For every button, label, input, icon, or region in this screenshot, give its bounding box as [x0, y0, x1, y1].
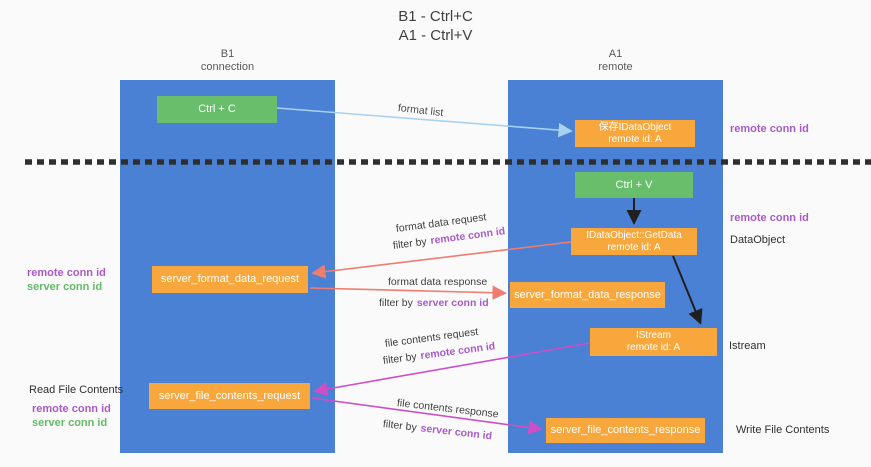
left-column-header: B1 connection: [120, 48, 335, 74]
file-contents-request-arrow: [313, 342, 591, 397]
left-column-role: connection: [200, 61, 255, 73]
left-column-name: B1: [220, 48, 235, 60]
getdata-to-istream-arrow: [672, 255, 703, 325]
server-file-contents-request-label: server_file_contents_request: [158, 389, 301, 402]
ctrl-v-label: Ctrl + V: [615, 178, 653, 191]
server-file-contents-response-node: server_file_contents_response: [546, 418, 705, 443]
istream-annotation: Istream: [729, 340, 766, 352]
idataobject-getdata-node: IDataObject::GetData remote id: A: [571, 228, 697, 255]
format-data-request-arrow: [311, 241, 572, 279]
save-idataobject-line2: remote id: A: [608, 133, 662, 145]
right-column-header: A1 remote: [508, 48, 723, 74]
right-column-role: remote: [598, 61, 633, 73]
right-remote-conn-id-mid: remote conn id: [730, 212, 809, 224]
right-column-name: A1: [608, 48, 623, 60]
filter-by-text: filter by: [379, 297, 413, 309]
format-list-arrow: [276, 107, 573, 138]
left-server-conn-id-top: server conn id: [27, 281, 103, 293]
diagram-title: B1 - Ctrl+C A1 - Ctrl+V: [0, 7, 871, 45]
istream-line2: remote id: A: [626, 342, 681, 353]
istream-line1: IStream: [635, 330, 671, 341]
server-format-data-response-label: server_format_data_response: [514, 288, 661, 301]
title-line-2: A1 - Ctrl+V: [398, 27, 473, 44]
server-file-contents-response-label: server_file_contents_response: [550, 424, 701, 436]
server-format-data-request-node: server_format_data_request: [152, 266, 308, 293]
read-file-contents-annotation: Read File Contents: [29, 384, 124, 396]
format-data-response-arrow: [309, 285, 507, 300]
server-format-data-request-label: server_format_data_request: [160, 273, 300, 285]
write-file-contents-annotation: Write File Contents: [736, 424, 830, 436]
server-format-data-response-node: server_format_data_response: [510, 282, 665, 308]
idataobject-getdata-line1: IDataObject::GetData: [586, 229, 682, 241]
save-idataobject-line1: 保存IDataObject: [598, 121, 672, 133]
server-conn-id-text: server conn id: [416, 297, 489, 309]
idataobject-getdata-line2: remote id: A: [607, 241, 661, 253]
dataobject-annotation: DataObject: [730, 234, 786, 246]
left-remote-conn-id-top: remote conn id: [27, 267, 106, 279]
server-file-contents-request-node: server_file_contents_request: [149, 383, 310, 409]
ctrl-v-node: Ctrl + V: [575, 172, 693, 198]
title-line-1: B1 - Ctrl+C: [398, 8, 473, 25]
file-contents-response-arrow: [311, 397, 543, 435]
istream-node: IStream remote id: A: [590, 328, 717, 356]
right-remote-conn-id-top: remote conn id: [730, 123, 809, 135]
save-idataobject-node: 保存IDataObject remote id: A: [575, 120, 695, 147]
format-data-response-label: format data response: [388, 276, 488, 288]
left-server-conn-id-bottom: server conn id: [32, 417, 108, 429]
ctrl-c-label: Ctrl + C: [198, 103, 236, 115]
ctrl-c-node: Ctrl + C: [157, 96, 277, 123]
left-remote-conn-id-bottom: remote conn id: [32, 403, 111, 415]
